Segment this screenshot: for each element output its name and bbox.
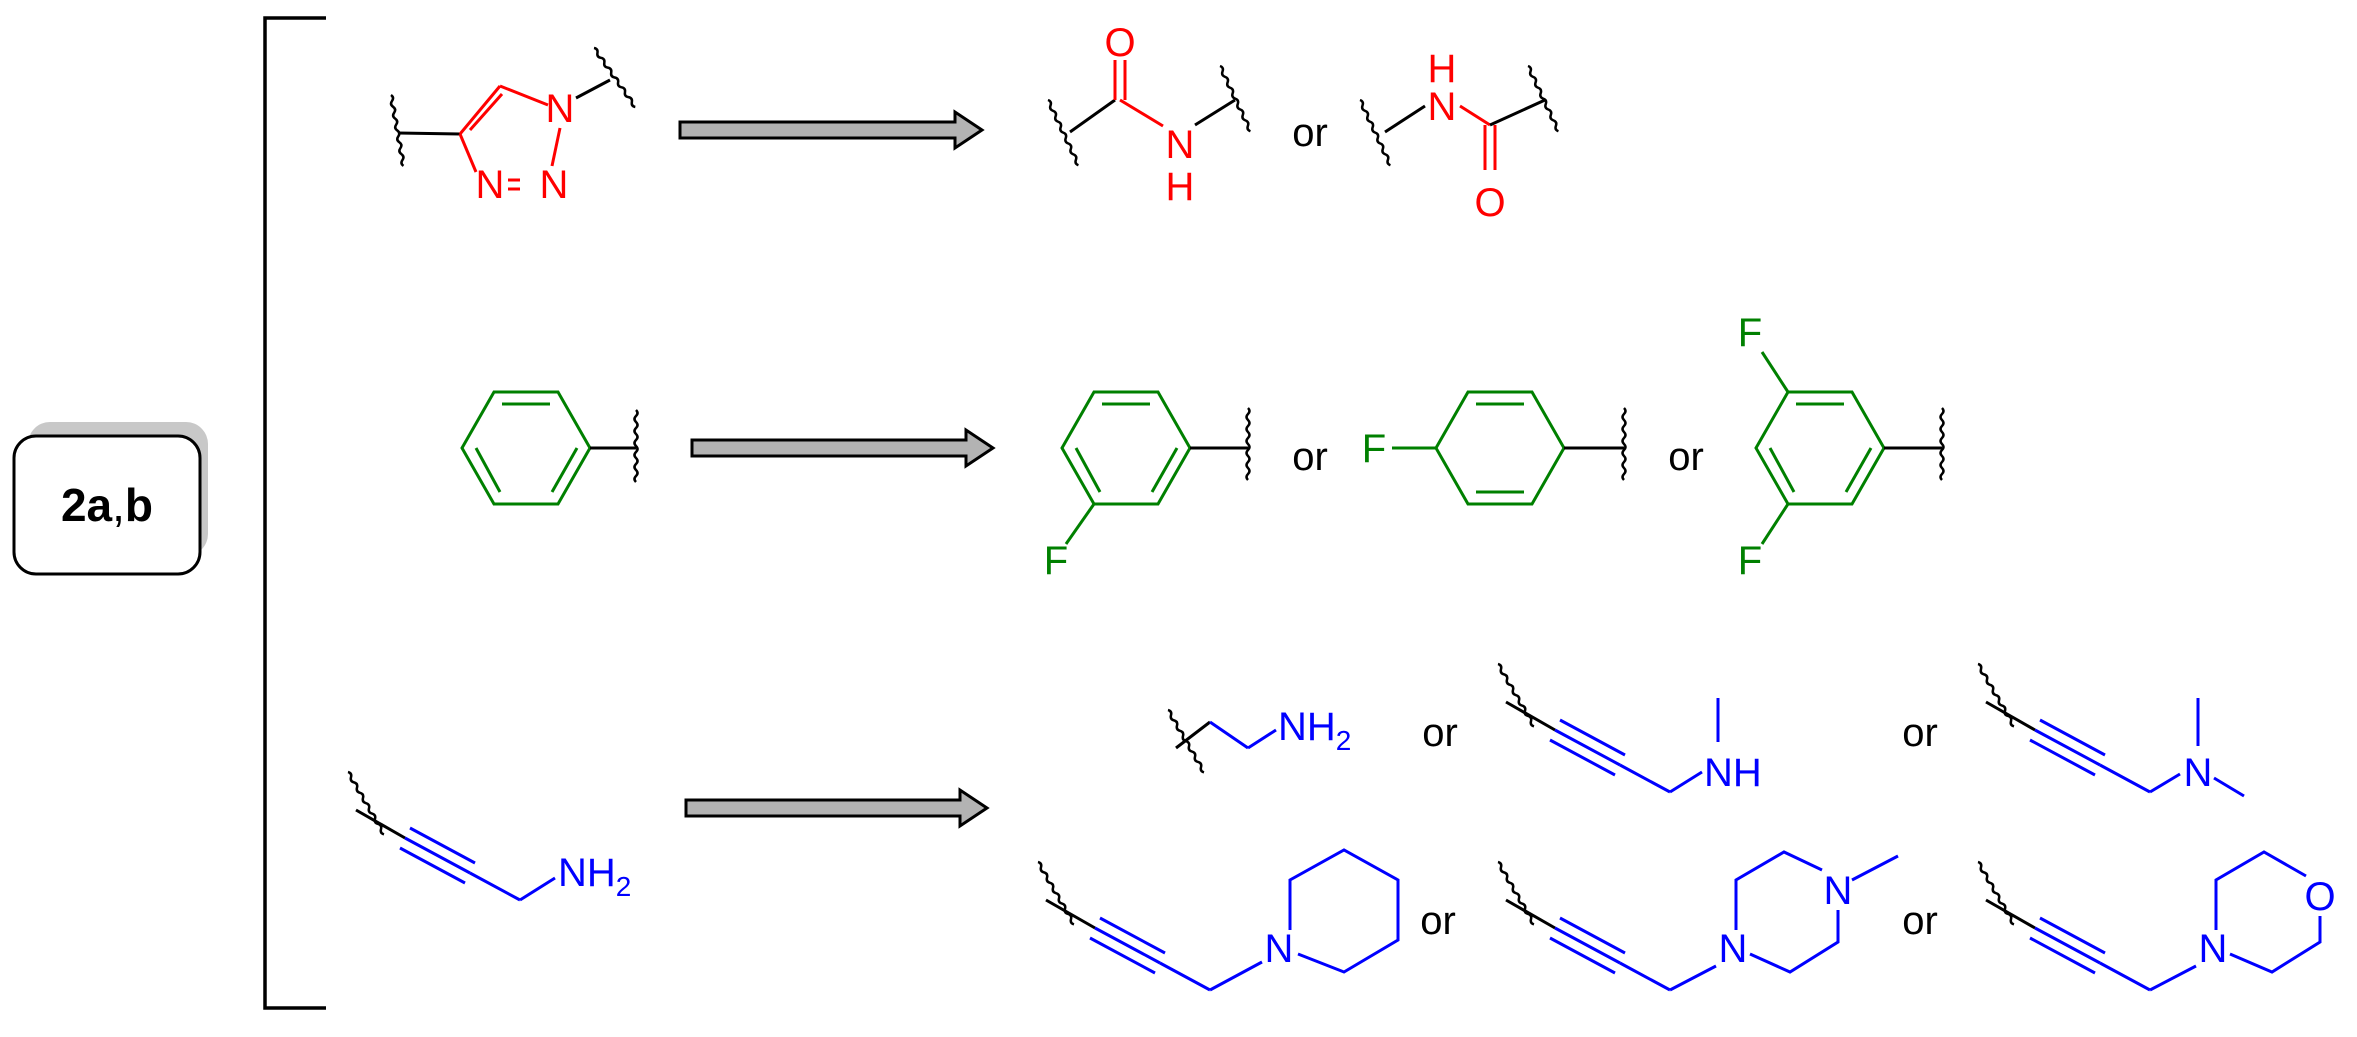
arrow-row-3 <box>684 787 990 829</box>
ethylamine-structure: NH2 <box>1165 705 1351 775</box>
piperazine-n1: N <box>1719 927 1748 971</box>
label-box-frame <box>12 434 202 576</box>
arrow-row-2 <box>690 427 996 469</box>
or-row3-c: or <box>1420 899 1456 943</box>
dimethyl-n: N <box>2184 751 2213 795</box>
triazole-n3: N <box>476 163 505 207</box>
or-row2-b: or <box>1668 435 1704 479</box>
arrow-row-1 <box>678 109 985 151</box>
amide-structure: O N H <box>1045 21 1254 209</box>
f-atom-para: F <box>1362 427 1386 471</box>
piperidine-n: N <box>1265 927 1294 971</box>
or-row3-d: or <box>1902 899 1938 943</box>
rev-amide-hydrogen: H <box>1428 47 1457 91</box>
fluorophenyl-4-structure: F <box>1362 390 1627 506</box>
piperidinyl-structure: N <box>1035 848 1400 992</box>
or-row1-a: or <box>1292 111 1328 155</box>
f-atom-3: F <box>1738 311 1762 355</box>
n-methyl-propargylamine-structure: NH <box>1495 662 1762 795</box>
methylpiperazinyl-structure: N N <box>1495 850 1899 992</box>
rev-amide-oxygen: O <box>1474 181 1505 225</box>
triazole-n1: N <box>546 87 575 131</box>
amide-nitrogen: N <box>1166 123 1195 167</box>
compound-label: 2a,b <box>61 479 153 531</box>
fluorophenyl-3-structure: F <box>1044 390 1251 583</box>
or-row3-a: or <box>1422 711 1458 755</box>
or-row2-a: or <box>1292 435 1328 479</box>
triazole-structure: N N N <box>388 45 638 207</box>
ethyl-nh2: NH2 <box>1278 705 1351 756</box>
piperazine-n4: N <box>1824 869 1853 913</box>
rev-amide-nitrogen: N <box>1428 85 1457 129</box>
f-atom-meta: F <box>1044 539 1068 583</box>
morpholine-o: O <box>2304 875 2335 919</box>
amide-hydrogen: H <box>1166 165 1195 209</box>
difluorophenyl-structure: F F <box>1738 311 1945 583</box>
morpholine-n: N <box>2199 927 2228 971</box>
propargylamine-structure: NH2 <box>345 770 631 902</box>
reverse-amide-structure: H N O <box>1357 47 1562 225</box>
dimethyl-propargylamine-structure: N <box>1975 662 2245 798</box>
propargyl-nh2: NH2 <box>558 851 631 902</box>
f-atom-5: F <box>1738 539 1762 583</box>
amide-oxygen: O <box>1104 21 1135 65</box>
triazole-n2: N <box>540 163 569 207</box>
left-bracket <box>263 16 326 1010</box>
morpholinyl-structure: N O <box>1975 850 2336 992</box>
phenyl-structure <box>460 390 639 506</box>
compound-label-box: 2a,b <box>12 422 208 576</box>
n-methyl-nh: NH <box>1704 751 1762 795</box>
or-row3-b: or <box>1902 711 1938 755</box>
